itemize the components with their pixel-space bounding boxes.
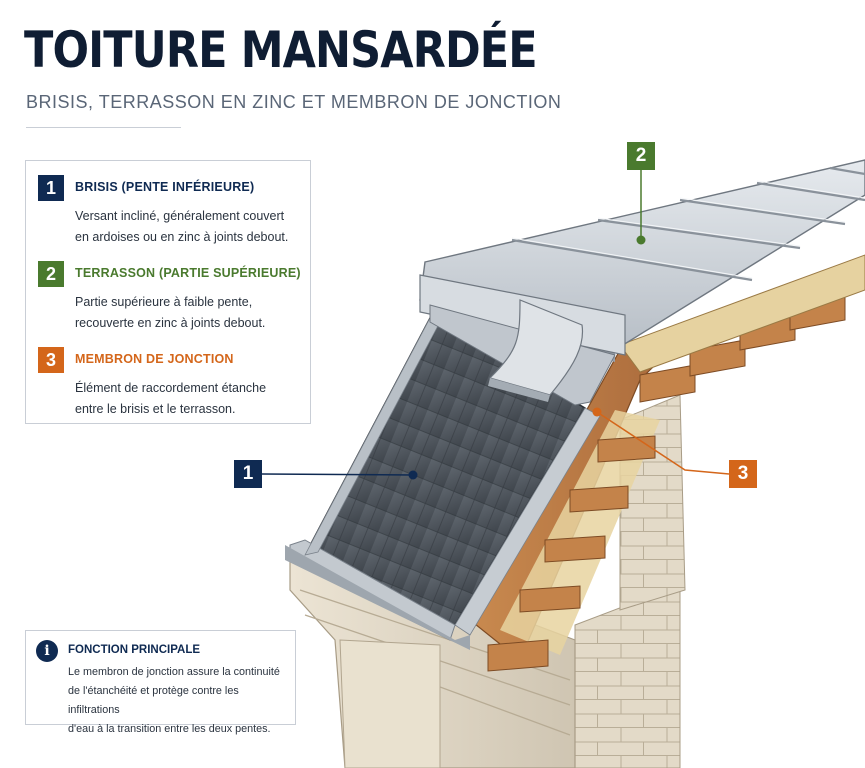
brisis-lower-slope [285,316,601,650]
info-panel: i FONCTION PRINCIPALE Le membron de jonc… [25,630,296,735]
legend-item-title: BRISIS (PENTE INFÉRIEURE) [75,180,255,194]
info-icon: i [36,640,58,662]
masonry-wall [289,394,686,768]
legend-badge: 3 [38,347,64,373]
info-line: de l'étanchéité et protège contre les in… [68,685,239,716]
legend-desc-line: entre le brisis et le terrasson. [75,402,236,416]
legend-item-title: TERRASSON (PARTIE SUPÉRIEURE) [75,266,301,280]
legend-item-description: Partie supérieure à faible pente, recouv… [75,292,310,334]
info-title: FONCTION PRINCIPALE [68,644,201,656]
legend-badge: 1 [38,175,64,201]
legend-desc-line: Versant incliné, généralement couvert [75,209,285,223]
legend-badge: 2 [38,261,64,287]
legend-desc-line: Élément de raccordement étanche [75,381,267,395]
timber-frame [469,254,865,672]
callout-1-dot [408,470,418,480]
info-line: d'eau à la transition entre les deux pen… [68,723,271,735]
callout-3-leader [596,411,730,475]
page-subtitle: BRISIS, TERRASSON EN ZINC ET MEMBRON DE … [26,92,562,112]
callout-badge-3: 3 [729,460,757,488]
info-text: Le membron de jonction assure la continu… [68,663,293,739]
legend-desc-line: recouverte en zinc à joints debout. [75,316,266,330]
title-divider [26,127,181,128]
callout-2-dot [636,235,646,245]
legend-item-title: MEMBRON DE JONCTION [75,352,234,366]
membron-junction [419,274,626,406]
callout-badge-2: 2 [627,142,655,170]
callout-1-leader [261,473,414,476]
callout-badge-1: 1 [234,460,262,488]
legend-item-description: Élément de raccordement étanche entre le… [75,378,310,420]
info-line: Le membron de jonction assure la continu… [68,666,280,678]
legend-panel: 1 BRISIS (PENTE INFÉRIEURE) Versant incl… [25,160,311,424]
legend-desc-line: en ardoises ou en zinc à joints debout. [75,230,289,244]
legend-desc-line: Partie supérieure à faible pente, [75,295,253,309]
legend-item-description: Versant incliné, généralement couvert en… [75,206,310,248]
callout-3-dot [592,407,602,417]
page-title: TOITURE MANSARDÉE [24,21,538,79]
